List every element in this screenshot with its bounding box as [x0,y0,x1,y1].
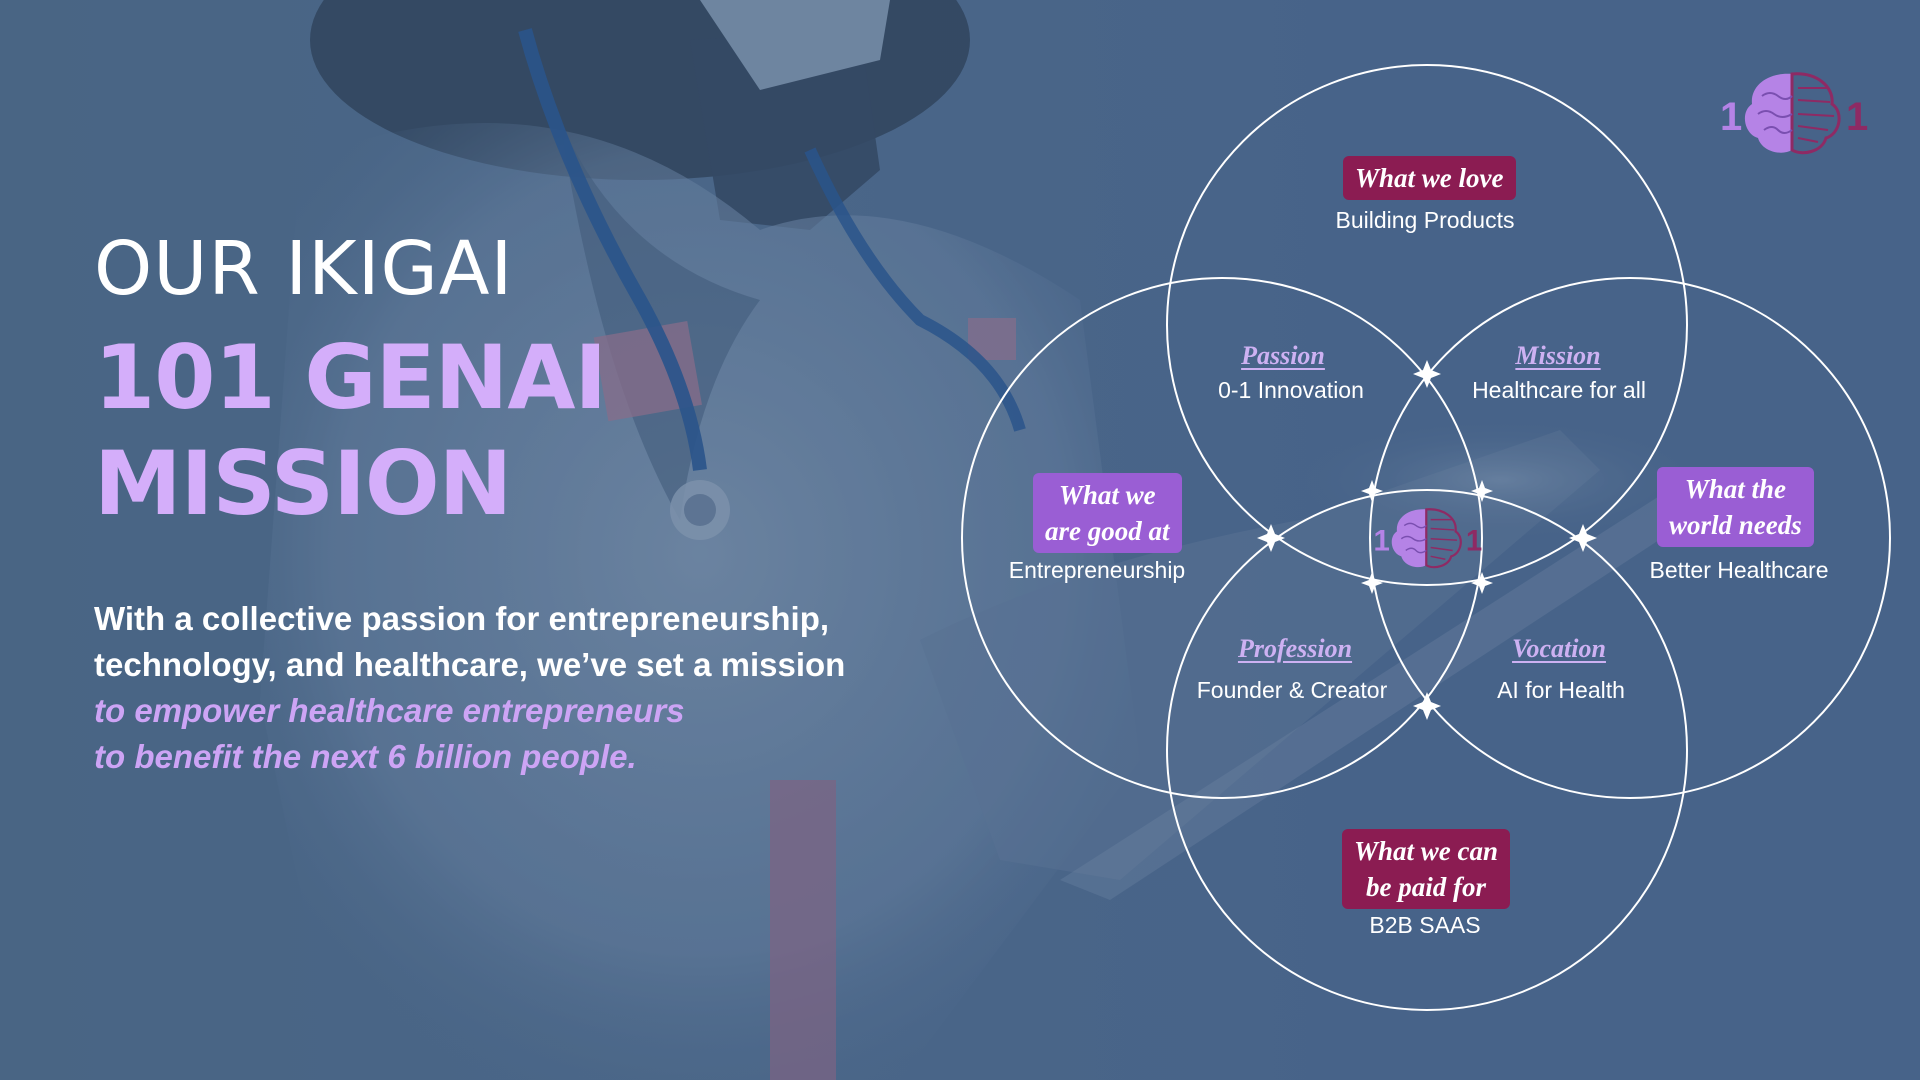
circle-world-needs [1369,277,1891,799]
value-founder-and-creator: Founder & Creator [1196,677,1388,703]
sparkle-icon [1361,572,1383,594]
mission-line-4: to benefit the next 6 billion people. [94,738,637,775]
svg-text:1: 1 [1373,524,1389,557]
mission-line-1: With a collective passion for entreprene… [94,600,830,637]
value-healthcare-for-all: Healthcare for all [1472,377,1646,403]
sparkle-icon [1471,572,1493,594]
tag-what-the-world-needs: What the world needs [1657,467,1814,547]
label-profession: Profession [1237,634,1353,663]
svg-text:1: 1 [1846,95,1868,139]
sparkle-icon [1413,692,1441,720]
brand-logo: 1 1 [1718,68,1868,158]
mission-line-2: technology, and healthcare, we’ve set a … [94,646,846,683]
center-brain-logo: 1 1 [1372,505,1482,571]
value-better-healthcare: Better Healthcare [1649,557,1829,583]
brain-logo-icon: 1 1 [1373,508,1482,569]
intersection-sparkles [1257,360,1597,720]
value-entrepreneurship: Entrepreneurship [1008,557,1186,583]
tag-what-we-are-good-at: What we are good at [1033,473,1182,553]
circle-love [1166,64,1688,586]
heading-line-3: MISSION [94,432,512,535]
value-building-products: Building Products [1335,207,1515,233]
label-vocation: Vocation [1512,634,1606,663]
tag-what-we-can-be-paid-for: What we can be paid for [1342,829,1511,909]
brain-logo-icon: 1 1 [1720,72,1868,155]
svg-text:1: 1 [1466,524,1482,557]
value-ai-for-health: AI for Health [1497,677,1625,703]
sparkle-icon [1413,360,1441,388]
heading-line-1: OUR IKIGAI [94,226,514,312]
label-passion: Passion [1241,341,1325,370]
mission-statement: With a collective passion for entreprene… [94,596,854,780]
svg-text:1: 1 [1720,95,1742,139]
value-0-1-innovation: 0-1 Innovation [1218,377,1364,403]
sparkle-icon [1471,480,1493,502]
heading-line-2: 101 GENAI [94,326,607,429]
sparkle-icon [1569,524,1597,552]
value-b2b-saas: B2B SAAS [1369,912,1481,938]
circle-good-at [961,277,1483,799]
tag-what-we-love: What we love [1343,156,1516,200]
sparkle-icon [1361,480,1383,502]
mission-line-3: to empower healthcare entrepreneurs [94,692,685,729]
label-mission: Mission [1515,341,1601,370]
sparkle-icon [1257,524,1285,552]
circle-paid-for [1166,489,1688,1011]
